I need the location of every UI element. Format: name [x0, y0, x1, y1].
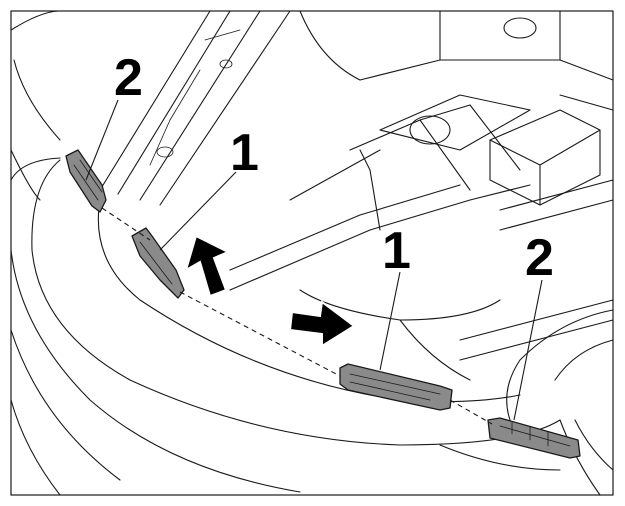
trim-clip-center-right: [339, 363, 453, 411]
assembly-paths: [101, 207, 493, 425]
figure-border: [10, 10, 614, 496]
trim-clip-center-left: [131, 227, 185, 299]
vehicle-body-linework: [10, 10, 614, 496]
callout-1-left: 1: [230, 124, 259, 182]
arrow-up-left-icon: [184, 234, 231, 298]
callout-2-right: 2: [525, 229, 554, 287]
arrow-down-right-icon: [288, 300, 356, 348]
callout-1-right: 1: [382, 222, 411, 280]
leader-lines: [85, 99, 543, 421]
callout-2-top-left: 2: [114, 49, 143, 107]
trim-clip-right: [487, 417, 581, 459]
trim-clip-left: [65, 149, 107, 213]
